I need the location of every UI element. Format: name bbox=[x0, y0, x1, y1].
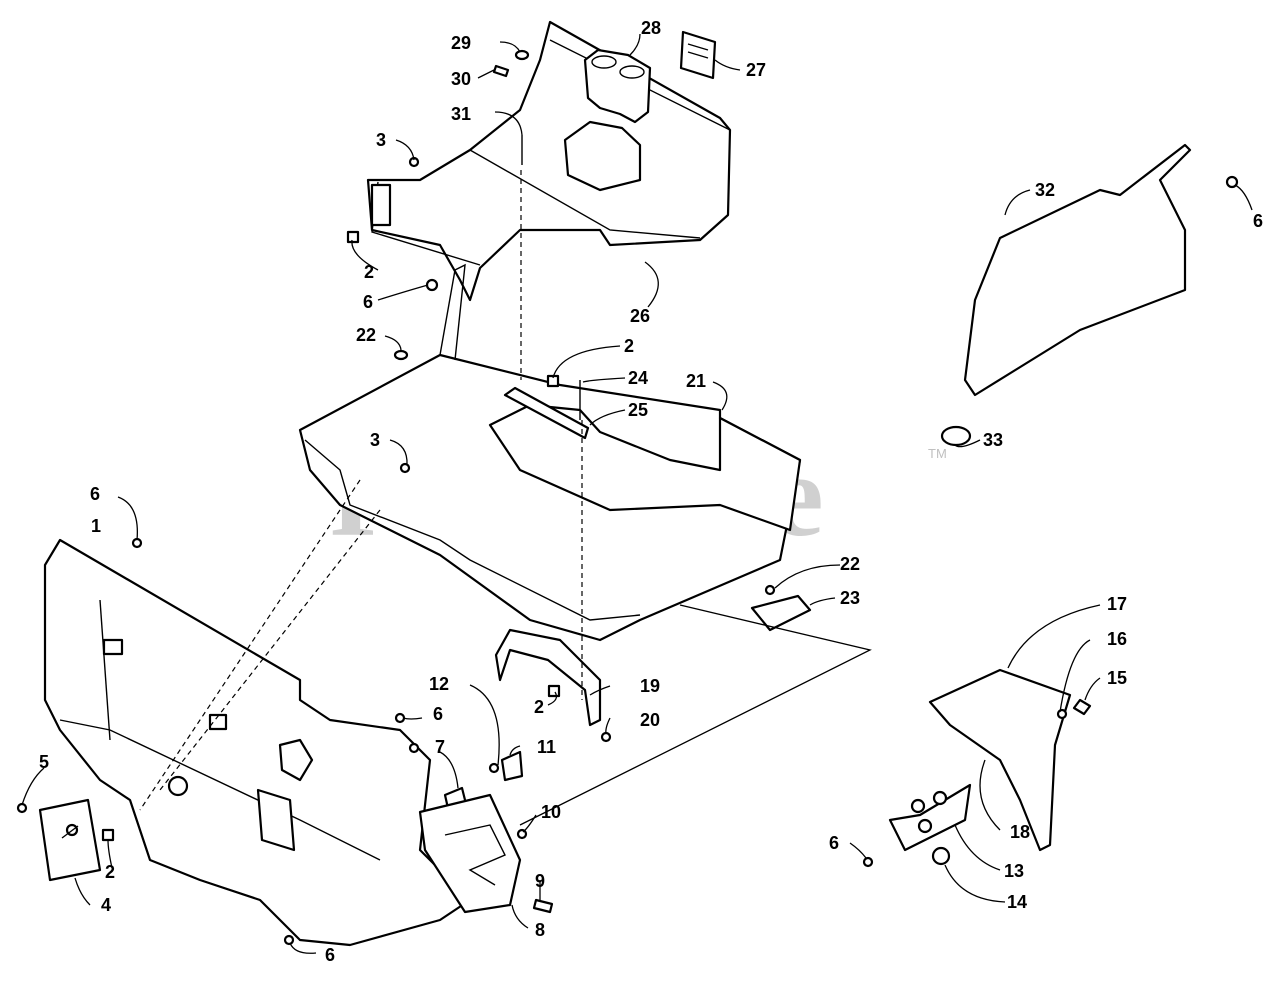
callout-6: 6 bbox=[325, 945, 335, 965]
callout-20: 20 bbox=[640, 710, 660, 730]
part-15-screw bbox=[1072, 698, 1092, 716]
callout-14: 14 bbox=[1007, 892, 1027, 912]
callout-24: 24 bbox=[628, 368, 648, 388]
part-23-bracket bbox=[750, 594, 812, 632]
part-2-clip-low bbox=[547, 684, 561, 698]
callout-23: 23 bbox=[840, 588, 860, 608]
callout-30: 30 bbox=[451, 69, 471, 89]
callout-19: 19 bbox=[640, 676, 660, 696]
callout-11: 11 bbox=[537, 737, 556, 757]
part-22-plug-upper bbox=[393, 349, 409, 361]
part-29-washer bbox=[514, 49, 530, 61]
part-18-panel bbox=[888, 783, 972, 852]
callout-21: 21 bbox=[686, 371, 706, 391]
part-20-screw bbox=[600, 731, 612, 743]
callout-6: 6 bbox=[433, 704, 443, 724]
callout-6: 6 bbox=[90, 484, 100, 504]
part-33-ring bbox=[940, 425, 972, 447]
callout-2: 2 bbox=[534, 697, 544, 717]
part-6-screw-right bbox=[1225, 175, 1239, 189]
part-14-grommet bbox=[931, 846, 951, 866]
callout-17: 17 bbox=[1107, 594, 1127, 614]
part-25-bracket bbox=[503, 386, 590, 440]
part-17-fender bbox=[928, 668, 1072, 852]
part-12-screw bbox=[488, 762, 500, 774]
part-6-screw-mid bbox=[394, 712, 420, 754]
part-11-clip bbox=[500, 750, 524, 782]
part-8-heat-shield bbox=[418, 793, 522, 914]
callout-7: 7 bbox=[435, 737, 445, 757]
callout-3: 3 bbox=[376, 130, 386, 150]
callout-6: 6 bbox=[363, 292, 373, 312]
callout-2: 2 bbox=[105, 862, 115, 882]
callout-25: 25 bbox=[628, 400, 648, 420]
callout-28: 28 bbox=[641, 18, 661, 38]
dash-line-a bbox=[139, 479, 361, 811]
callout-2: 2 bbox=[364, 262, 374, 282]
callout-1: 1 bbox=[91, 516, 101, 536]
part-28-cup-holder bbox=[583, 48, 652, 124]
part-2-clip-upper bbox=[346, 230, 360, 244]
callout-labels: 1 2 2 2 2 3 3 4 5 6 6 6 6 6 6 7 8 9 10 1… bbox=[39, 18, 1263, 965]
part-27-decal bbox=[679, 30, 717, 80]
part-9-screw bbox=[532, 898, 554, 914]
callout-12: 12 bbox=[429, 674, 449, 694]
part-4-plate bbox=[38, 798, 102, 882]
callout-6: 6 bbox=[829, 833, 839, 853]
callout-8: 8 bbox=[535, 920, 545, 940]
callout-5: 5 bbox=[39, 752, 49, 772]
callout-3: 3 bbox=[370, 430, 380, 450]
part-cup-holder-base bbox=[563, 120, 642, 192]
callout-6: 6 bbox=[1253, 211, 1263, 231]
part-32-side-shield bbox=[963, 143, 1192, 397]
callout-10: 10 bbox=[541, 802, 561, 822]
part-6-screw-fender bbox=[862, 856, 874, 868]
callout-29: 29 bbox=[451, 33, 471, 53]
part-3-screw-mid bbox=[399, 462, 411, 474]
callout-22: 22 bbox=[840, 554, 860, 574]
part-22-plug-lower bbox=[764, 584, 776, 596]
part-30-screw bbox=[492, 64, 510, 78]
part-2-clip-left bbox=[101, 828, 115, 842]
part-26-upper-seat-pan bbox=[366, 20, 732, 302]
callout-2: 2 bbox=[624, 336, 634, 356]
callout-16: 16 bbox=[1107, 629, 1127, 649]
callout-27: 27 bbox=[746, 60, 766, 80]
callout-18: 18 bbox=[1010, 822, 1030, 842]
callout-33: 33 bbox=[983, 430, 1003, 450]
part-6-screw-left bbox=[131, 537, 143, 549]
callout-13: 13 bbox=[1004, 861, 1024, 881]
part-21-floor-pan bbox=[298, 263, 802, 642]
callout-31: 31 bbox=[451, 104, 471, 124]
callout-15: 15 bbox=[1107, 668, 1127, 688]
callout-9: 9 bbox=[535, 871, 545, 891]
part-1-front-panel bbox=[43, 538, 472, 947]
callout-22: 22 bbox=[356, 325, 376, 345]
callout-4: 4 bbox=[101, 895, 111, 915]
watermark-trademark: TM bbox=[928, 446, 947, 461]
assembly-line-e bbox=[519, 604, 872, 826]
part-5-screw bbox=[16, 802, 28, 814]
part-19-bracket bbox=[494, 628, 602, 727]
part-6-screw-upper bbox=[425, 278, 439, 292]
callout-32: 32 bbox=[1035, 180, 1055, 200]
part-16-screw bbox=[1056, 708, 1068, 720]
part-6-screw-bottom bbox=[283, 934, 295, 946]
leader-lines bbox=[21, 33, 1253, 954]
callout-26: 26 bbox=[630, 306, 650, 326]
